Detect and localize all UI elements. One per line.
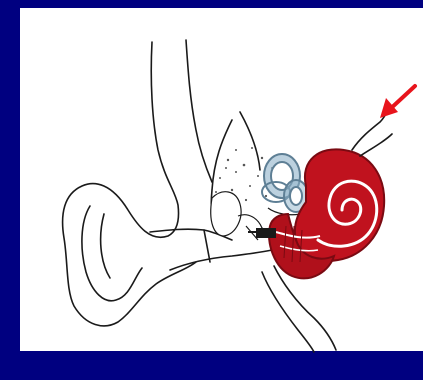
semicircular-canals	[262, 154, 308, 212]
pointer-arrow	[380, 86, 415, 118]
outer-ear	[63, 40, 212, 326]
ear-canal	[150, 112, 272, 270]
auditory-nerve	[352, 110, 392, 156]
oval-window	[248, 228, 276, 238]
